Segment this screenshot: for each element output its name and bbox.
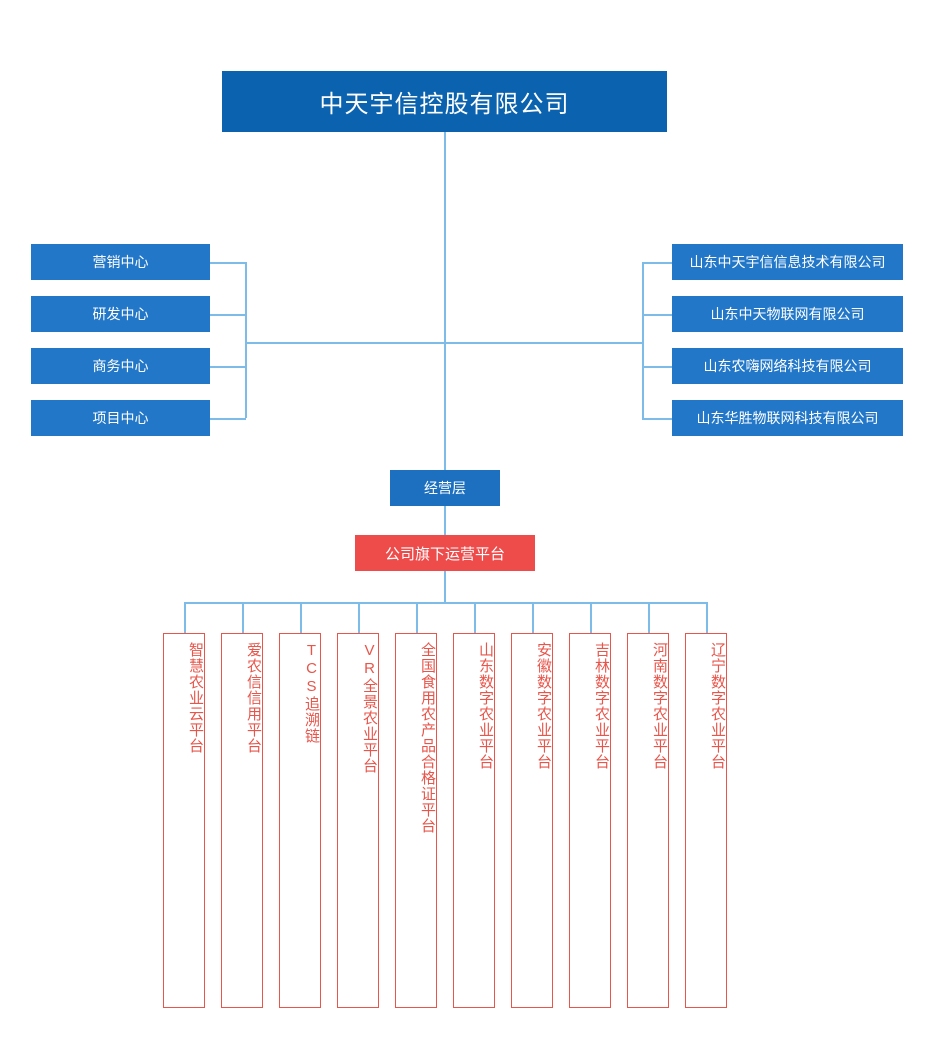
connector-dept-2 (210, 366, 246, 368)
platform-card-label: VR全景农业平台 (361, 642, 378, 774)
connector-left-spine (245, 262, 247, 418)
connector-root-vertical (444, 132, 446, 470)
management-layer-node[interactable]: 经营层 (390, 470, 500, 506)
department-node-rnd[interactable]: 研发中心 (31, 296, 210, 332)
connector-sub-3 (642, 418, 673, 420)
platform-card-label: 智慧农业云平台 (187, 642, 204, 754)
platform-card-0[interactable]: 智慧农业云平台 (163, 633, 205, 1008)
platform-card-5[interactable]: 山东数字农业平台 (453, 633, 495, 1008)
department-node-project[interactable]: 项目中心 (31, 400, 210, 436)
connector-platform-drop-8 (648, 602, 650, 633)
connector-platform-drop-3 (358, 602, 360, 633)
connector-platform-drop-4 (416, 602, 418, 633)
subsidiary-node-1[interactable]: 山东中天物联网有限公司 (672, 296, 903, 332)
connector-dept-1 (210, 314, 246, 316)
platform-card-1[interactable]: 爱农信信用平台 (221, 633, 263, 1008)
connector-sub-1 (642, 314, 673, 316)
connector-sub-0 (642, 262, 673, 264)
connector-platform-drop-6 (532, 602, 534, 633)
platform-card-3[interactable]: VR全景农业平台 (337, 633, 379, 1008)
platform-card-label: 安徽数字农业平台 (535, 642, 552, 770)
connector-platform-bar (184, 602, 706, 604)
platform-card-label: 山东数字农业平台 (477, 642, 494, 770)
connector-dept-3 (210, 418, 246, 420)
platform-card-label: 全国食用农产品合格证平台 (419, 642, 436, 834)
connector-right-spine (642, 262, 644, 418)
platform-card-7[interactable]: 吉林数字农业平台 (569, 633, 611, 1008)
root-company-node[interactable]: 中天宇信控股有限公司 (222, 71, 667, 132)
connector-platform-drop-7 (590, 602, 592, 633)
connector-dept-0 (210, 262, 246, 264)
subsidiary-node-3[interactable]: 山东华胜物联网科技有限公司 (672, 400, 903, 436)
platform-card-label: TCS追溯链 (303, 642, 320, 744)
platform-card-label: 辽宁数字农业平台 (709, 642, 726, 770)
platform-card-4[interactable]: 全国食用农产品合格证平台 (395, 633, 437, 1008)
connector-header-drop (444, 571, 446, 603)
connector-crossbar (245, 342, 643, 344)
platform-card-2[interactable]: TCS追溯链 (279, 633, 321, 1008)
department-node-business[interactable]: 商务中心 (31, 348, 210, 384)
platform-card-6[interactable]: 安徽数字农业平台 (511, 633, 553, 1008)
connector-platform-drop-5 (474, 602, 476, 633)
connector-mgmt-to-header (444, 506, 446, 536)
connector-platform-drop-9 (706, 602, 708, 633)
platform-card-label: 爱农信信用平台 (245, 642, 262, 754)
platform-group-header-node[interactable]: 公司旗下运营平台 (355, 535, 535, 571)
platform-card-8[interactable]: 河南数字农业平台 (627, 633, 669, 1008)
connector-platform-drop-2 (300, 602, 302, 633)
connector-platform-drop-1 (242, 602, 244, 633)
connector-platform-drop-0 (184, 602, 186, 633)
platform-card-9[interactable]: 辽宁数字农业平台 (685, 633, 727, 1008)
subsidiary-node-2[interactable]: 山东农嗨网络科技有限公司 (672, 348, 903, 384)
subsidiary-node-0[interactable]: 山东中天宇信信息技术有限公司 (672, 244, 903, 280)
platform-card-label: 吉林数字农业平台 (593, 642, 610, 770)
platform-card-label: 河南数字农业平台 (651, 642, 668, 770)
department-node-marketing[interactable]: 营销中心 (31, 244, 210, 280)
connector-sub-2 (642, 366, 673, 368)
